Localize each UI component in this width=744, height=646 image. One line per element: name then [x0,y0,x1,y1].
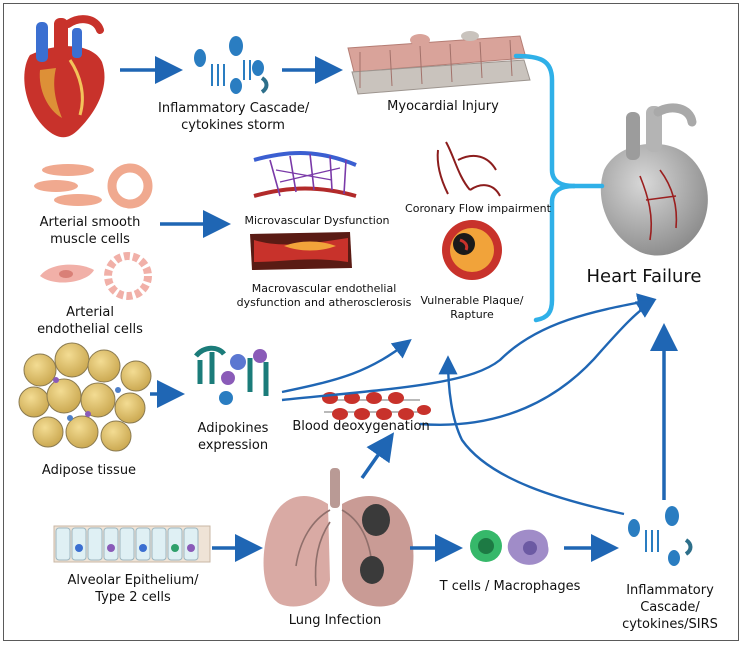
macrovascular-label: Macrovascular endothelial dysfunction an… [236,282,412,309]
inflammatory-cascade-top-label: Inflammatory Cascade/ cytokines storm [158,101,310,133]
alveolar-epithelium-illustration [53,525,211,563]
convergence-brace [513,53,605,323]
immune-cells-illustration [470,529,549,565]
myocardial-injury-label: Myocardial Injury [387,99,499,114]
microvascular-illustration [253,151,357,198]
blood-deoxygenation-label: Blood deoxygenation [292,419,430,434]
t-cells-macrophages-label: T cells / Macrophages [439,579,581,594]
myocardial-tissue-illustration [347,31,531,95]
arterial-smooth-muscle-label: Arterial smooth muscle cells [39,215,141,247]
adipokines-label: Adipokines expression [197,421,269,453]
heart-failure-label: Heart Failure [586,266,702,287]
adipose-tissue-illustration [18,342,152,452]
smooth-muscle-cells-illustration [34,163,153,209]
coronary-flow-label: Coronary Flow impairment [405,202,551,215]
flow-arrows [120,56,678,562]
adipose-tissue-label: Adipose tissue [41,463,137,478]
heart-illustration [24,15,105,138]
vulnerable-plaque-illustration [442,220,502,280]
adipokines-illustration [194,345,269,405]
coronary-vessels-illustration [436,141,501,197]
lung-infection-label: Lung Infection [288,613,382,628]
endothelial-cells-illustration [40,252,152,300]
lungs-illustration [263,468,414,607]
arterial-endothelial-label: Arterial endothelial cells [37,305,143,337]
vulnerable-plaque-label: Vulnerable Plaque/ Rapture [420,294,524,321]
cytokines-bottom-illustration [628,506,693,566]
cytokines-top-illustration [194,36,269,94]
microvascular-label: Microvascular Dysfunction [244,214,390,227]
alveolar-epithelium-label: Alveolar Epithelium/ Type 2 cells [67,573,199,605]
red-blood-cells-illustration [322,392,431,420]
failing-heart-illustration [600,103,708,256]
inflammatory-cascade-bottom-label: Inflammatory Cascade/ cytokines/SIRS [622,583,718,632]
atherosclerosis-illustration [250,232,352,270]
